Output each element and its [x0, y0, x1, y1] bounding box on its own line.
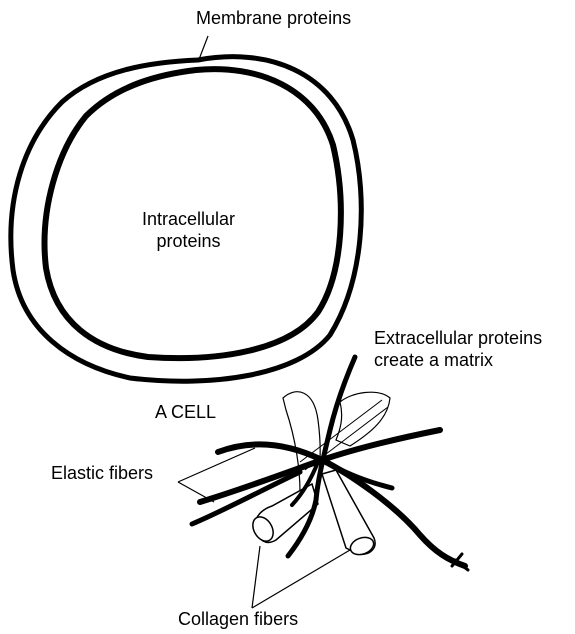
- collagen-fibers-label: Collagen fibers: [178, 608, 298, 630]
- cell-label: A CELL: [155, 401, 216, 423]
- membrane-proteins-text: Membrane proteins: [196, 7, 351, 29]
- extracellular-line-1: Extracellular proteins: [374, 327, 542, 349]
- collagen-pointer-line: [252, 550, 350, 608]
- intracellular-proteins-label: Intracellular proteins: [142, 208, 235, 252]
- extracellular-line-2: create a matrix: [374, 349, 542, 371]
- membrane-proteins-label: Membrane proteins: [196, 7, 351, 29]
- elastic-fiber: [452, 554, 468, 570]
- intracellular-line-1: Intracellular: [142, 208, 235, 230]
- collagen-pointer-line: [252, 546, 260, 608]
- intracellular-line-2: proteins: [142, 230, 235, 252]
- elastic-fibers-label: Elastic fibers: [51, 462, 153, 484]
- elastic-fibers-text: Elastic fibers: [51, 462, 153, 484]
- extracellular-proteins-label: Extracellular proteins create a matrix: [374, 327, 542, 371]
- collagen-fibers-text: Collagen fibers: [178, 608, 298, 630]
- cell-text: A CELL: [155, 401, 216, 423]
- elastic-pointer-line: [178, 482, 214, 502]
